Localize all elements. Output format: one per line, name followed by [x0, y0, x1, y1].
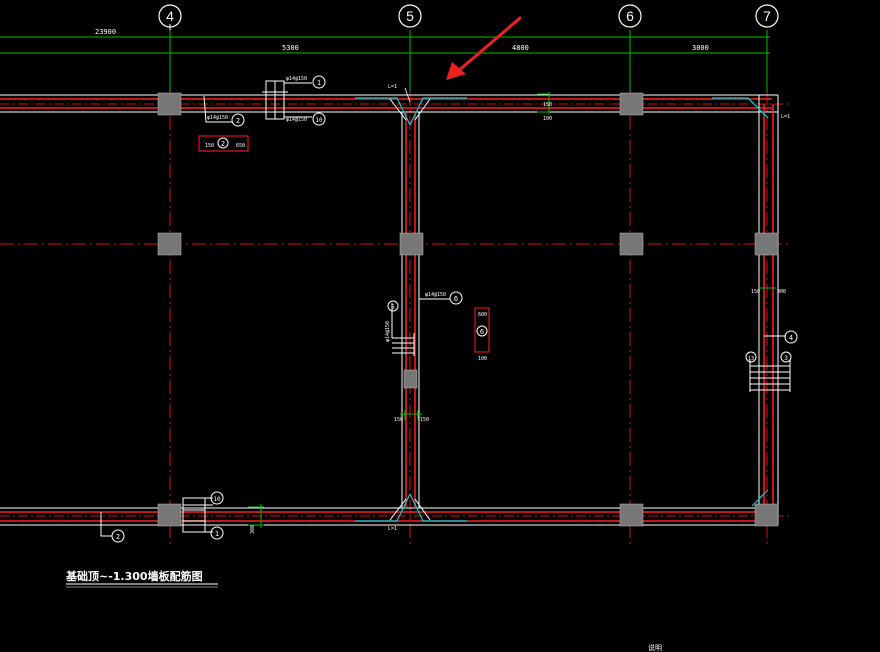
wall-mark-b-bottom: 100	[478, 356, 487, 362]
rebar-label-top-a: φ14@150	[286, 76, 307, 82]
tag-1-bottom[interactable]: 1	[210, 526, 224, 540]
tag-3-right[interactable]: 3	[780, 351, 792, 363]
columns	[157, 92, 779, 527]
right-wall	[758, 95, 779, 525]
dim-block-top: 150 100	[537, 92, 552, 122]
corner-label-a: L=1	[388, 84, 397, 90]
top-wall	[0, 94, 778, 113]
tag-5-mid[interactable]: 5	[387, 300, 399, 312]
tag-2-top[interactable]: 2	[231, 113, 245, 127]
dim-span-5-6: 4800	[512, 44, 529, 52]
tag-3-right-label: 3	[784, 355, 788, 362]
rebar-label-middle-vertical: φ14@150	[385, 321, 391, 342]
tag-6-mid[interactable]: 6	[449, 291, 463, 305]
tag-4-right[interactable]: 4	[784, 330, 798, 344]
dim-mid-left: 150	[394, 417, 403, 423]
rebar-label-middle: φ14@150	[425, 292, 446, 298]
tag-1-bottom-label: 1	[215, 530, 219, 538]
tag-6-mid-label: 6	[454, 295, 458, 303]
dim-right-300: 300	[777, 289, 786, 295]
corner-label-b: L=1	[781, 114, 790, 120]
dim-middle-wall: 150 150	[394, 410, 429, 423]
wall-mark-b-tag: 6	[480, 328, 484, 336]
rebar-label-left-b: φ14@150	[207, 115, 228, 121]
tag-1-top-label: 1	[317, 79, 321, 87]
rebar-section-bottom-left	[100, 497, 213, 537]
axis-grid-lines	[0, 92, 790, 545]
tag-10-bottom-label: 10	[213, 496, 221, 503]
axis-bubble-5[interactable]: 5	[398, 4, 422, 28]
middle-wall	[401, 112, 420, 508]
tag-10-top-label: 10	[315, 117, 323, 124]
tag-5-mid-label: 5	[391, 304, 395, 311]
wall-mark-a-tag: 2	[221, 140, 225, 148]
footnote-label: 说明	[648, 643, 662, 652]
axis-bubble-4[interactable]: 4	[158, 4, 182, 30]
middle-wall-rebar	[391, 298, 450, 356]
right-wall-rebar	[749, 335, 791, 392]
dim-right-150: 150	[751, 289, 760, 295]
wall-mark-box-b: 6 600 100	[474, 307, 490, 362]
rebar-label-top-b: φ14@150	[286, 117, 307, 123]
tag-10-top[interactable]: 10	[312, 112, 326, 126]
red-arrow-annotation	[446, 16, 522, 80]
tag-1-top[interactable]: 1	[312, 75, 326, 89]
rebar-section-top-left	[203, 80, 312, 123]
axis-bubble-6[interactable]: 6	[618, 4, 642, 28]
dim-mid-right: 150	[420, 417, 429, 423]
dim-bottom-side: 300	[250, 525, 256, 534]
axis-label-6: 6	[626, 8, 634, 24]
dim-span-4-5: 5300	[282, 44, 299, 52]
dim-label-150-top: 150	[543, 102, 552, 108]
corner-lines-white	[389, 98, 431, 521]
tag-4-right-label: 4	[789, 334, 793, 342]
wall-mark-b-top: 600	[478, 312, 487, 318]
axis-bubble-7[interactable]: 7	[755, 4, 779, 28]
wall-mark-a-left: 150	[205, 143, 214, 149]
axis-label-4: 4	[166, 8, 174, 24]
dim-span-6-7: 3000	[692, 44, 709, 52]
tag-10-bottom[interactable]: 10	[210, 491, 224, 505]
dim-right-wall: 150 300	[751, 287, 786, 295]
wall-mark-a-right: 650	[236, 143, 245, 149]
tag-2-bottom-label: 2	[116, 533, 120, 541]
tag-13-right[interactable]: 13	[745, 351, 757, 363]
axis-label-5: 5	[406, 8, 414, 24]
dim-total: 23900	[95, 28, 116, 36]
drawing-title: 基础顶~-1.300墙板配筋图	[65, 569, 203, 583]
dim-label-100-top: 100	[543, 116, 552, 122]
corner-bars	[355, 97, 769, 522]
tag-2-bottom[interactable]: 2	[111, 529, 125, 543]
wall-mark-box-a: 2 150 650	[198, 135, 249, 152]
tag-2-top-label: 2	[236, 117, 240, 125]
tag-13-right-label: 13	[748, 356, 754, 362]
corner-label-bottom: L=1	[388, 526, 397, 532]
dim-bottom-left: 300	[248, 504, 264, 534]
dimension-lines	[0, 30, 770, 92]
axis-label-7: 7	[763, 8, 771, 24]
